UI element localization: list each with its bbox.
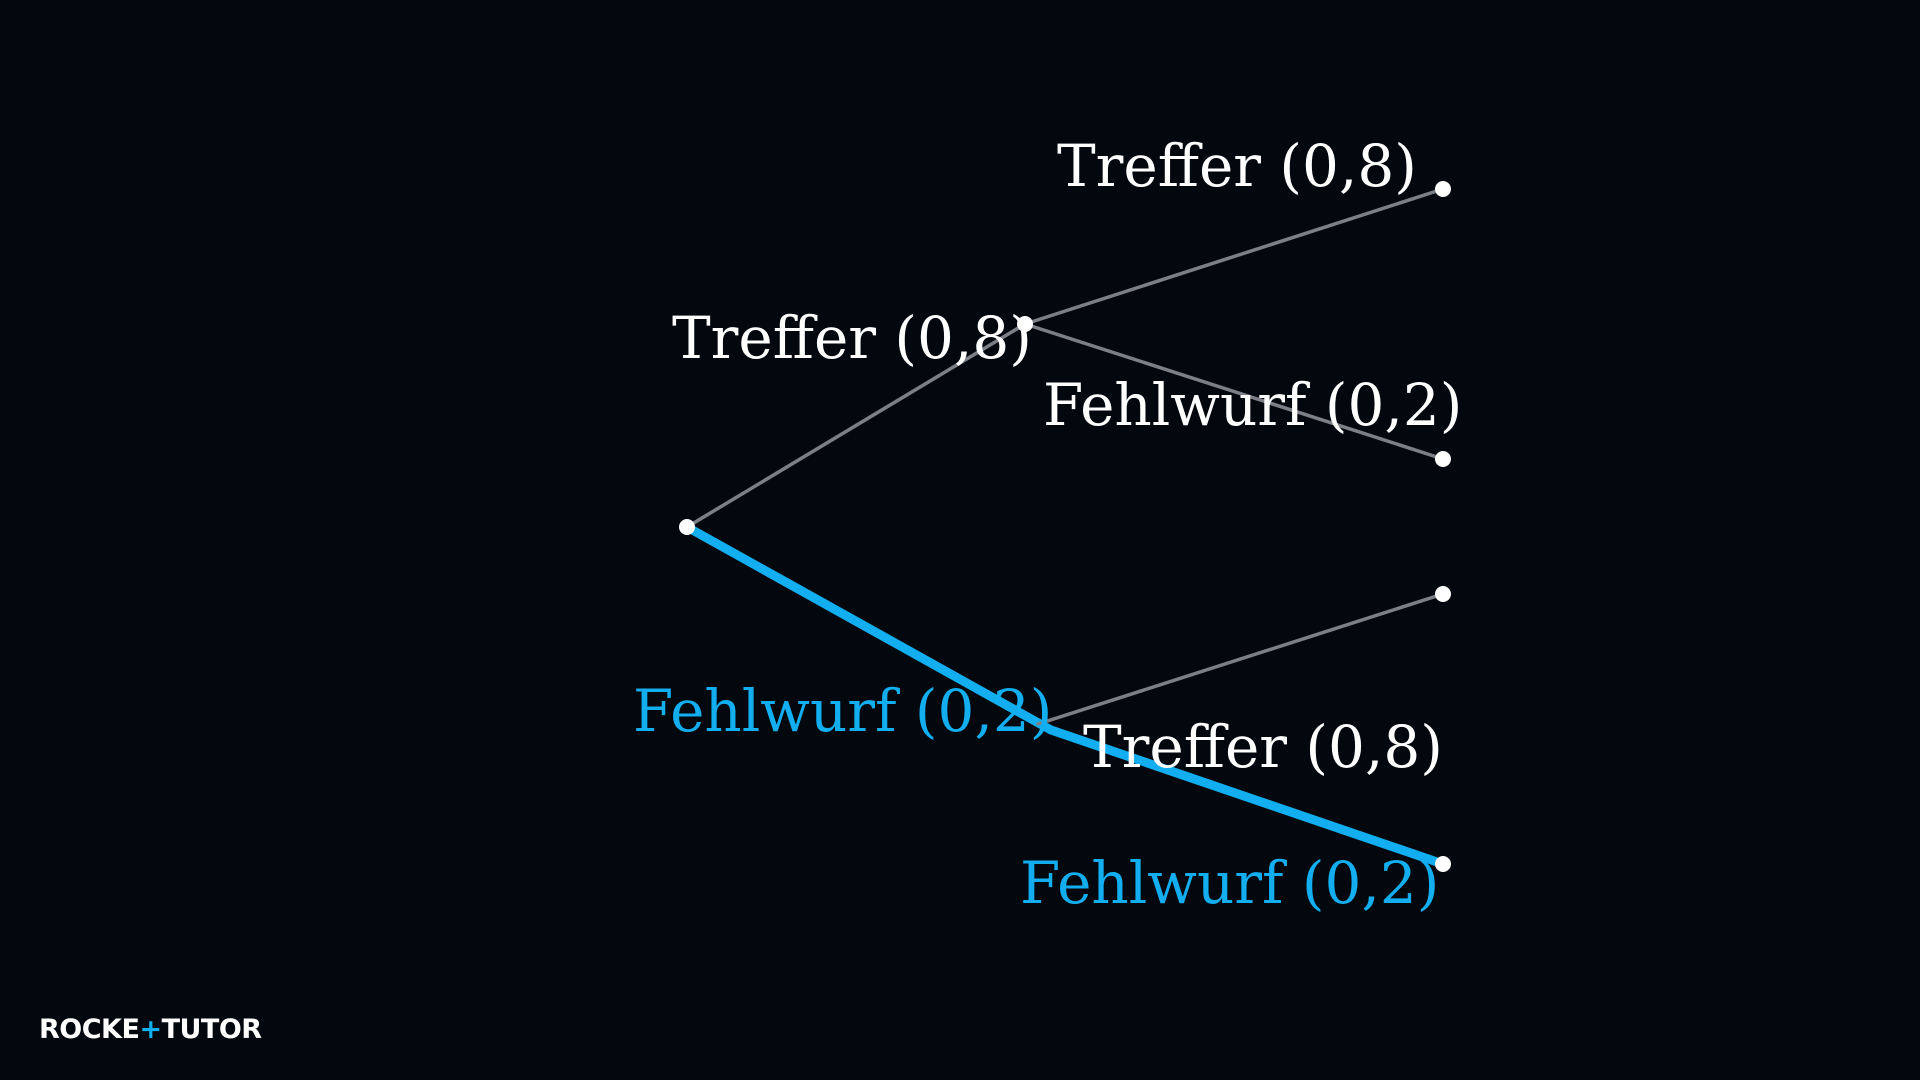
root-node	[679, 519, 695, 535]
branch-miss-to-hit	[1036, 592, 1445, 726]
branch-root-to-hit	[685, 322, 1027, 529]
leaf-miss-miss	[1435, 856, 1451, 872]
label-after-hit-miss: Fehlwurf (0,2)	[1043, 371, 1462, 439]
logo-part-rocke: ROCKE	[39, 1014, 139, 1045]
label-level1-miss: Fehlwurf (0,2)	[633, 677, 1052, 745]
leaf-hit-hit	[1435, 181, 1451, 197]
branch-hit-to-hit	[1023, 187, 1445, 326]
leaf-hit-miss	[1435, 451, 1451, 467]
logo-part-tuto: TUTO	[162, 1014, 242, 1045]
label-level1-hit: Treffer (0,8)	[672, 304, 1032, 372]
node-after-hit	[1017, 316, 1033, 332]
label-after-hit-hit: Treffer (0,8)	[1057, 132, 1417, 200]
rocket-tutor-logo: ROCKE+TUTOR	[39, 1014, 262, 1045]
branch-miss-to-miss	[1046, 725, 1448, 869]
branch-root-to-miss	[682, 522, 1056, 735]
label-after-miss-hit: Treffer (0,8)	[1083, 713, 1443, 781]
branch-hit-to-miss	[1023, 322, 1445, 461]
label-after-miss-miss: Fehlwurf (0,2)	[1020, 849, 1439, 917]
logo-plus: +	[139, 1014, 161, 1045]
logo-part-r: R	[241, 1014, 262, 1045]
leaf-miss-hit	[1435, 586, 1451, 602]
